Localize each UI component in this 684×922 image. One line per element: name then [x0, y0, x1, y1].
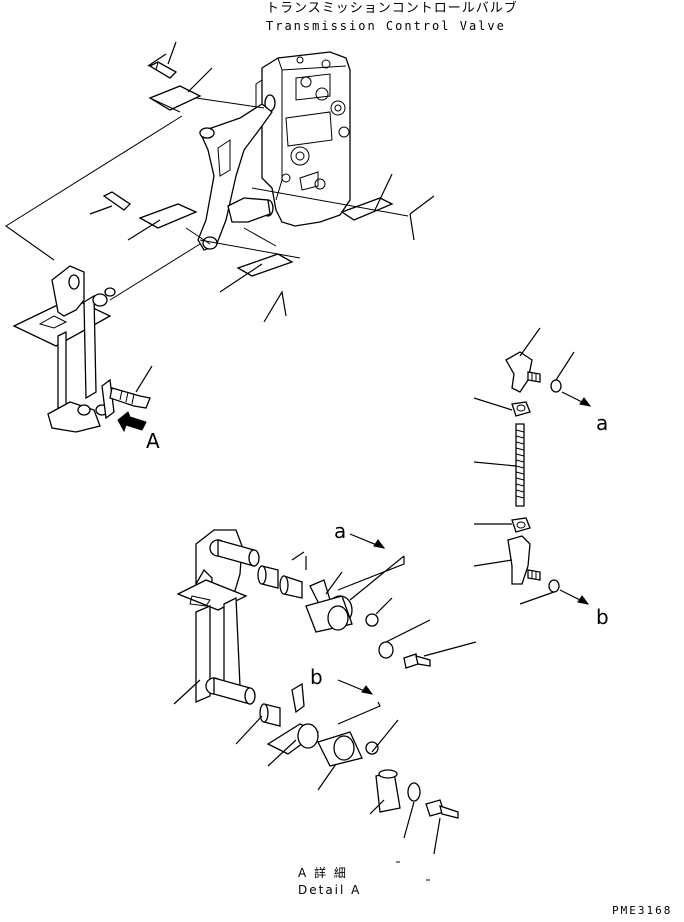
mid-washer-plate [138, 203, 198, 229]
link-label-a-top: a [596, 411, 608, 435]
ball-joint-top-leader [519, 327, 541, 357]
detail-leader-lines [173, 533, 477, 855]
valve-lever-arm [197, 103, 273, 251]
washer-top-leader [555, 351, 575, 381]
title-japanese: トランスミッションコントロールバルブ [266, 0, 518, 16]
detail-washer-upper [378, 641, 394, 659]
lever-assembly [12, 265, 116, 433]
detail-arrow-b-head [361, 685, 374, 695]
lower-washer-plate [236, 253, 294, 277]
leader-lines-top [89, 41, 435, 323]
link-label-b-detail: b [310, 665, 323, 689]
link-label-a-detail: a [334, 519, 346, 543]
detail-collar-lower [375, 769, 401, 813]
control-valve-body [255, 51, 351, 227]
top-washer-plate [148, 85, 202, 111]
detail-caption-english: Detail A [298, 883, 361, 897]
mid-bolt [102, 191, 132, 211]
detail-bolt-lower [425, 799, 459, 819]
detail-bushing-lower [259, 703, 281, 727]
detail-bushing-upper-1 [257, 565, 279, 589]
connection-lines [5, 97, 409, 301]
nut-top-leader [473, 397, 513, 411]
detail-bracket-upper [305, 579, 353, 633]
lever-bolt-leader [135, 365, 153, 393]
ball-joint-top [505, 351, 541, 393]
nut-bottom [511, 517, 531, 533]
detail-nut-upper [365, 613, 379, 627]
washer-bottom-leader [519, 591, 555, 605]
view-arrow-label: A [146, 429, 160, 453]
top-bolt [148, 61, 178, 79]
nut-top [511, 401, 531, 417]
detail-shaft-upper [209, 539, 260, 567]
detail-caption-japanese: A 詳 細 [298, 865, 348, 880]
link-label-b-top: b [596, 605, 609, 629]
washer-top [550, 379, 562, 393]
detail-bolt-upper [403, 653, 431, 669]
detail-shaft-lower [205, 677, 256, 705]
arrow-to-a-head [579, 397, 592, 407]
rod-leader [473, 461, 517, 467]
detail-bracket-lower [266, 682, 320, 755]
detail-arrow-a-head [373, 539, 386, 549]
ball-joint-bottom [507, 535, 541, 585]
detail-nut-lower [365, 741, 379, 755]
detail-bushing-upper-2 [279, 575, 303, 599]
detail-washer-lower [407, 782, 421, 802]
threaded-rod [515, 423, 525, 507]
title-english: Transmission Control Valve [266, 19, 506, 33]
lever-bolt [109, 387, 151, 409]
drawing-code: PME3168 [612, 904, 672, 917]
arrow-to-b-head [577, 595, 590, 605]
view-arrow-a [117, 411, 147, 433]
washer-bottom [548, 579, 560, 593]
ball-joint-bottom-leader [473, 559, 513, 567]
detail-clamp-lower [317, 731, 363, 767]
